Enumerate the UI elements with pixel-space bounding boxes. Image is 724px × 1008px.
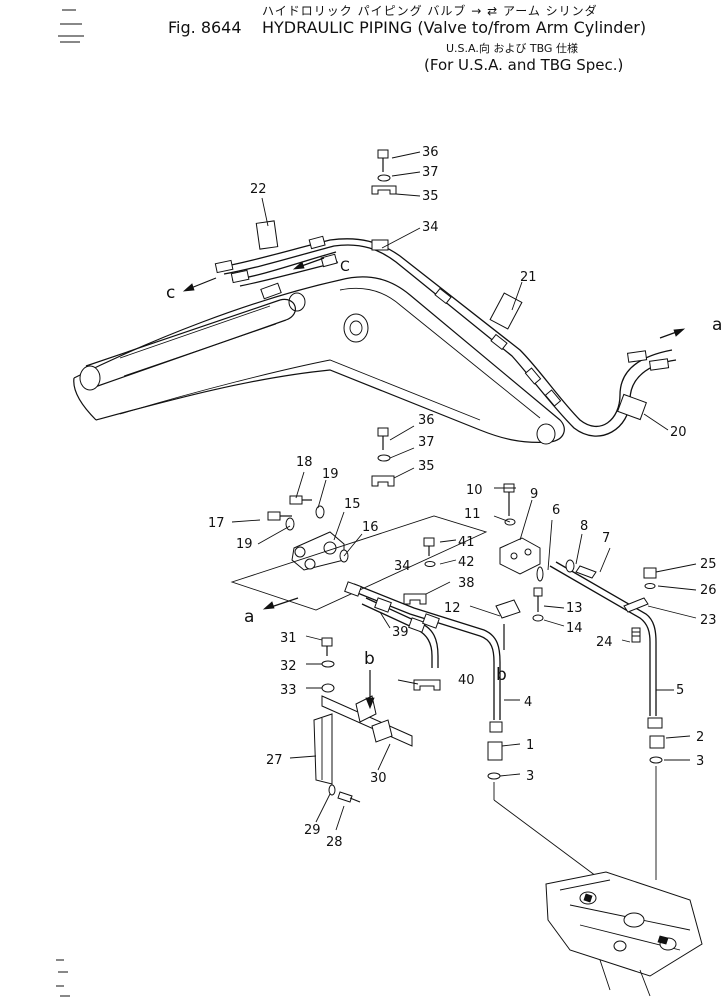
callout-33: 33 — [280, 683, 297, 698]
parts-25-26-24 — [631, 567, 657, 643]
callout-20: 20 — [670, 425, 687, 440]
callout-5: 5 — [676, 683, 684, 698]
callout-36-lower: 36 — [418, 413, 435, 428]
plate-a — [230, 515, 488, 611]
japanese-title: ハイドロリック パイピング バルブ → ⇄ アーム シリンダ — [262, 4, 598, 18]
leader-lines — [231, 151, 697, 831]
callout-32: 32 — [280, 659, 297, 674]
callout-b-right: b — [496, 665, 507, 685]
scan-marks — [56, 9, 84, 997]
callout-11: 11 — [464, 507, 481, 522]
callout-labels: 36 37 35 34 22 21 20 c C a 36 37 35 18 1… — [166, 145, 722, 850]
callout-10: 10 — [466, 483, 483, 498]
callout-c-mid: C — [340, 259, 350, 275]
callout-22: 22 — [250, 182, 267, 197]
callout-36-upper: 36 — [422, 145, 439, 160]
valve-block — [495, 483, 597, 622]
flow-arrows-lower — [262, 597, 505, 710]
callout-3-right: 3 — [696, 754, 704, 769]
callout-21: 21 — [520, 270, 537, 285]
callout-a-lower: a — [244, 607, 254, 627]
callout-15: 15 — [344, 497, 361, 512]
callout-2: 2 — [696, 730, 704, 745]
callout-1: 1 — [526, 738, 534, 753]
callout-26: 26 — [700, 583, 717, 598]
callout-38: 38 — [458, 576, 475, 591]
callout-23: 23 — [700, 613, 717, 628]
callout-7: 7 — [602, 531, 610, 546]
mid-parts — [403, 537, 441, 691]
flow-arrows-upper — [182, 257, 686, 339]
callout-42: 42 — [458, 555, 475, 570]
spec-note: (For U.S.A. and TBG Spec.) — [424, 56, 624, 74]
upper-hoses — [214, 220, 677, 437]
figure-number: Fig. 8644 — [168, 18, 242, 37]
callout-35-lower: 35 — [418, 459, 435, 474]
callout-9: 9 — [530, 487, 538, 502]
callout-14: 14 — [566, 621, 583, 636]
callout-3-left: 3 — [526, 769, 534, 784]
callout-a-upper: a — [712, 315, 722, 335]
callout-37-upper: 37 — [422, 165, 439, 180]
callout-28: 28 — [326, 835, 343, 850]
callout-12: 12 — [444, 601, 461, 616]
callout-39: 39 — [392, 625, 409, 640]
callout-8: 8 — [580, 519, 588, 534]
callout-34-upper: 34 — [422, 220, 439, 235]
bracket-30-27 — [313, 637, 413, 803]
callout-35-upper: 35 — [422, 189, 439, 204]
callout-18: 18 — [296, 455, 313, 470]
callout-41: 41 — [458, 535, 475, 550]
callout-30: 30 — [370, 771, 387, 786]
callout-6: 6 — [552, 503, 560, 518]
callout-b-mid: b — [364, 649, 375, 669]
arm-boom — [73, 276, 565, 445]
control-valve — [545, 871, 703, 997]
japanese-spec-note: U.S.A.向 および TBG 仕様 — [446, 42, 578, 55]
callout-34-lower: 34 — [394, 559, 411, 574]
callout-27: 27 — [266, 753, 283, 768]
callout-37-lower: 37 — [418, 435, 435, 450]
callout-25: 25 — [700, 557, 717, 572]
callout-31: 31 — [280, 631, 297, 646]
callout-17: 17 — [208, 516, 225, 531]
swivel-joint — [267, 495, 349, 571]
lower-bolt-clamp — [371, 427, 395, 487]
callout-24: 24 — [596, 635, 613, 650]
callout-13: 13 — [566, 601, 583, 616]
lower-pipes — [344, 561, 657, 720]
callout-16: 16 — [362, 520, 379, 535]
callout-c-left: c — [166, 283, 175, 303]
callout-4: 4 — [524, 695, 532, 710]
callout-29: 29 — [304, 823, 321, 838]
fittings-1-2-3 — [487, 717, 665, 880]
callout-40: 40 — [458, 673, 475, 688]
callout-19-upper: 19 — [322, 467, 339, 482]
upper-bolt-clamp — [371, 149, 397, 195]
callout-19-lower: 19 — [236, 537, 253, 552]
figure-title: HYDRAULIC PIPING (Valve to/from Arm Cyli… — [262, 18, 647, 37]
